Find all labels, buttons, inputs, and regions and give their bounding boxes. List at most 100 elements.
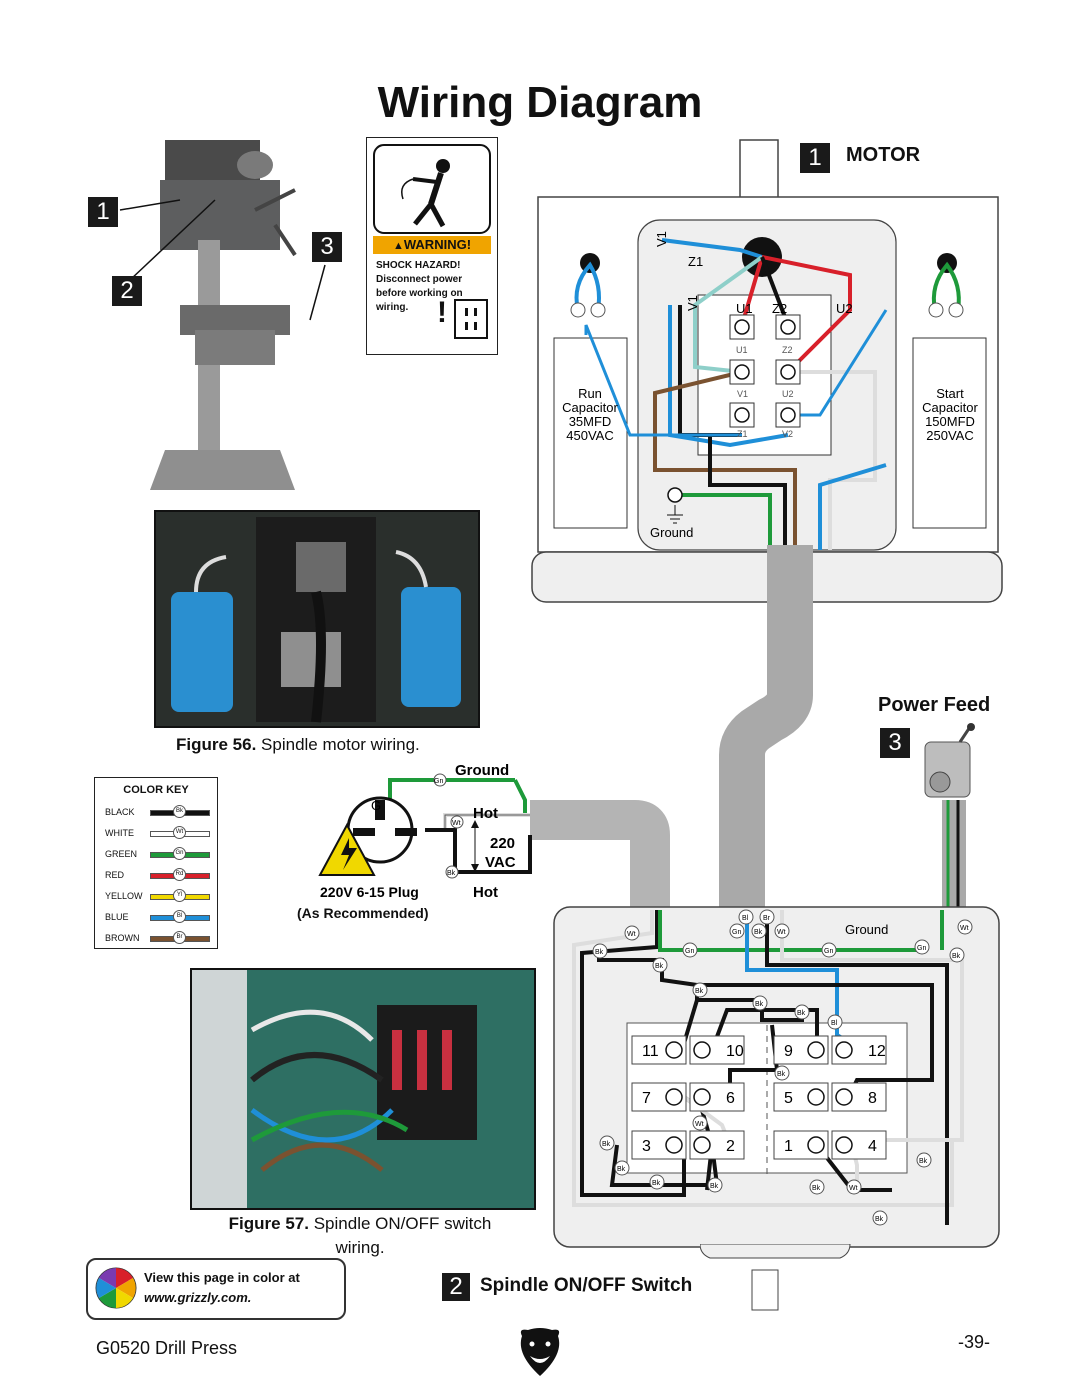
svg-text:Bk: Bk [595,949,604,956]
color-key-name: BROWN [105,933,140,943]
svg-text:Gn: Gn [732,929,741,936]
terminal-screw-icon [665,1088,683,1106]
svg-text:Bk: Bk [812,1185,821,1192]
svg-text:Wt: Wt [849,1185,858,1192]
terminal-screw-icon [807,1088,825,1106]
terminal-screw-icon [835,1041,853,1059]
color-key-code: Br [173,931,186,944]
svg-text:Bl: Bl [742,915,749,922]
plug-hot-label-2: Hot [473,884,498,901]
color-key-name: BLACK [105,807,135,817]
color-wheel-icon [95,1267,137,1309]
svg-text:Wt: Wt [452,820,461,827]
color-key-code: Rd [173,868,186,881]
switch-terminal-label: 5 [784,1090,793,1107]
motor-terminals [667,314,801,503]
plug-name: 220V 6-15 Plug [320,884,419,900]
switch-terminal-label: 6 [726,1090,735,1107]
label-v1-top: V1 [654,231,669,247]
wire-tags: Bl Br Wt Gn Bk Wt Wt Bk Gn Gn Gn Bk Bk B… [592,909,973,1226]
figure-57-caption: Figure 57. Spindle ON/OFF switch wiring. [228,1214,492,1257]
terminal-screw-icon [807,1136,825,1154]
svg-text:Wt: Wt [695,1121,704,1128]
terminal-screw-icon [807,1041,825,1059]
terminal-screw-icon [835,1088,853,1106]
svg-text:Capacitor: Capacitor [562,400,618,415]
run-capacitor [553,337,628,529]
switch-terminal-label: 9 [784,1043,793,1060]
page-title: Wiring Diagram [377,78,703,127]
svg-text:Bl: Bl [831,1020,838,1027]
terminal-screw-icon [665,1136,683,1154]
svg-text:Z1: Z1 [737,429,748,439]
exclamation-icon: ! [437,296,447,329]
switch-terminal-label: 1 [784,1138,793,1155]
svg-text:Gn: Gn [685,948,694,955]
svg-text:Bk: Bk [617,1166,626,1173]
plug-220-label: 220 [490,835,515,852]
terminal-screw-icon [693,1136,711,1154]
label-u2: U2 [836,301,853,316]
warning-text: SHOCK HAZARD! Disconnect power before wo… [376,260,463,313]
grizzly-bear-logo-icon [520,1328,560,1376]
leader-3 [309,264,326,321]
switch-title: Spindle ON/OFF Switch [480,1275,693,1296]
terminal-block [697,294,832,456]
drill-head [160,180,280,250]
feed-handle-2 [273,223,297,257]
svg-text:Run: Run [578,386,602,401]
power-feed-title: Power Feed [878,694,991,716]
svg-text:U2: U2 [782,389,794,399]
color-key-name: BLUE [105,912,129,922]
label-z2: Z2 [772,301,787,316]
svg-text:Bk: Bk [447,870,456,877]
svg-text:Bk: Bk [919,1158,928,1165]
svg-text:Wt: Wt [627,931,636,938]
svg-text:150MFD: 150MFD [925,414,975,429]
svg-text:Bk: Bk [710,1183,719,1190]
warning-triangle-icon: ▲ [392,240,404,252]
switch-ground-label: Ground [845,922,888,937]
badge-link[interactable]: www.grizzly.com. [144,1290,252,1305]
svg-text:Bk: Bk [754,929,763,936]
color-key-row: BROWN Br [105,931,210,945]
motor-title: MOTOR [846,144,921,166]
switch-base [700,1244,851,1311]
motor-number: 1 [800,143,830,173]
spindle-motor-photo [154,510,480,728]
start-capacitor [912,337,987,529]
svg-text:Bk: Bk [952,953,961,960]
ground-screw [667,487,683,503]
svg-text:Gn: Gn [434,778,443,785]
color-key-name: YELLOW [105,891,143,901]
color-key-title: COLOR KEY [123,784,189,796]
svg-text:V2: V2 [782,429,793,439]
color-badge[interactable]: View this page in color at www.grizzly.c… [86,1258,346,1320]
motor-cap [237,151,273,179]
svg-text:V1: V1 [737,389,748,399]
svg-text:U1: U1 [736,345,748,355]
svg-text:250VAC: 250VAC [926,428,973,443]
terminal-screw-icon [665,1041,683,1059]
power-feed-number: 3 [880,728,910,758]
motor-shaft [739,139,779,199]
color-key-name: WHITE [105,828,134,838]
plug-diagram: Gn Wt Bk Ground G Hot 220 VAC Hot 220V 6… [318,762,532,901]
label-z1: Z1 [688,254,703,269]
callout-3: 3 [312,232,342,262]
switch-photo-illustration [192,970,477,1208]
color-key-name: GREEN [105,849,138,859]
motor-wiring-diagram: V1 Z1 V1 U1 Z2 U2 U1 Z2 V1 U2 Z1 V2 Grou… [531,139,1003,603]
table-support [195,330,275,365]
terminal-screw-icon [835,1136,853,1154]
svg-text:Bk: Bk [797,1010,806,1017]
plug-vac-label: VAC [485,854,516,871]
svg-text:Z2: Z2 [782,345,793,355]
